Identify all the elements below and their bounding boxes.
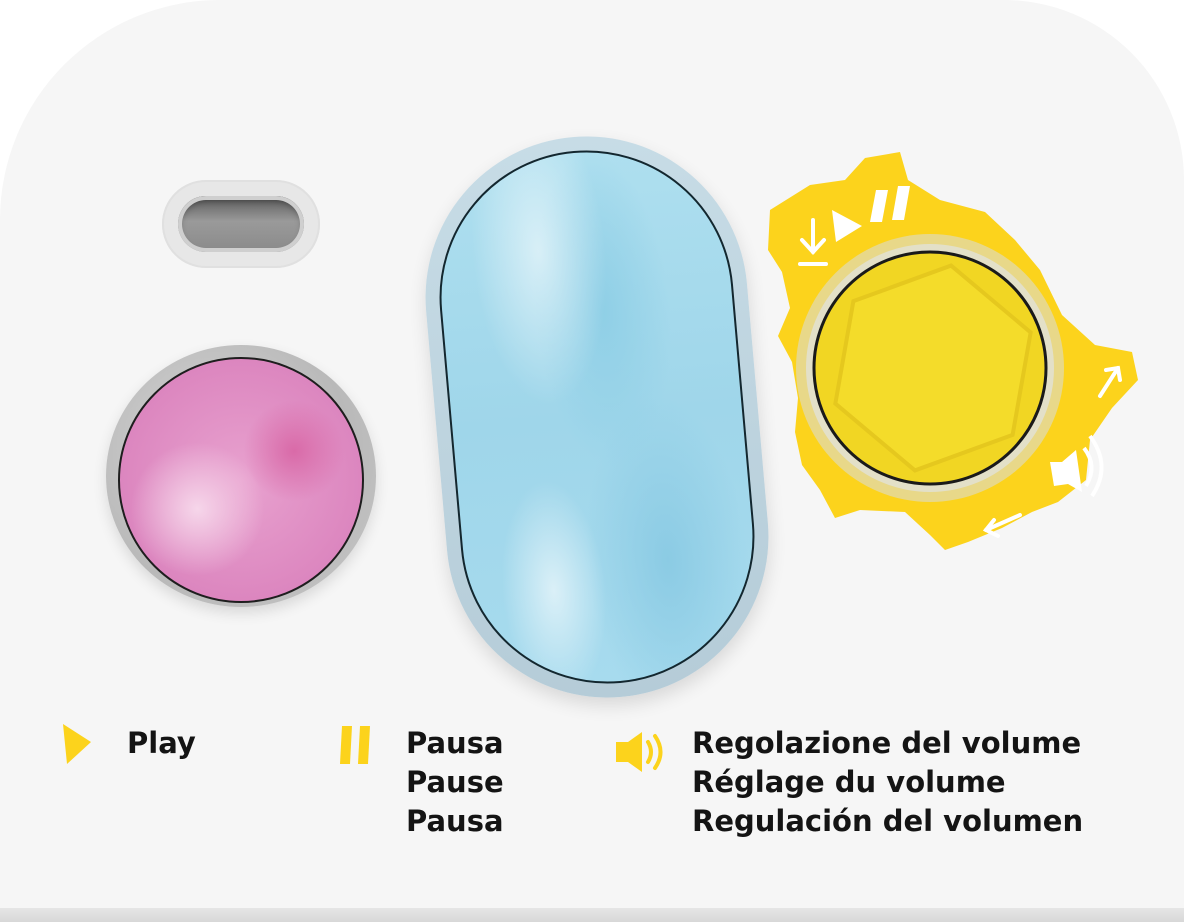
download-icon bbox=[798, 218, 828, 266]
volume-label-it: Regolazione del volume bbox=[692, 726, 1082, 760]
card-slot[interactable] bbox=[178, 196, 304, 252]
device-bottom-edge bbox=[0, 908, 1184, 922]
pink-button[interactable] bbox=[118, 357, 364, 603]
speaker-icon bbox=[1050, 434, 1104, 498]
volume-label-fr: Réglage du volume bbox=[692, 765, 1006, 799]
pause-label-it: Pausa bbox=[406, 726, 504, 760]
yellow-dial-knob[interactable] bbox=[826, 250, 1039, 486]
arrow-left-icon bbox=[982, 513, 1022, 538]
pause-label-fr: Pause bbox=[406, 765, 504, 799]
play-icon bbox=[832, 210, 862, 242]
volume-label-es: Regulación del volumen bbox=[692, 804, 1084, 838]
pause-icon bbox=[870, 186, 910, 222]
play-label: Play bbox=[127, 726, 196, 760]
yellow-dial-assembly bbox=[768, 152, 1138, 550]
arrow-up-right-icon bbox=[1098, 365, 1122, 398]
play-icon bbox=[63, 724, 91, 764]
speaker-icon bbox=[616, 732, 663, 772]
pause-icon bbox=[340, 726, 370, 764]
pause-label-es: Pausa bbox=[406, 804, 504, 838]
